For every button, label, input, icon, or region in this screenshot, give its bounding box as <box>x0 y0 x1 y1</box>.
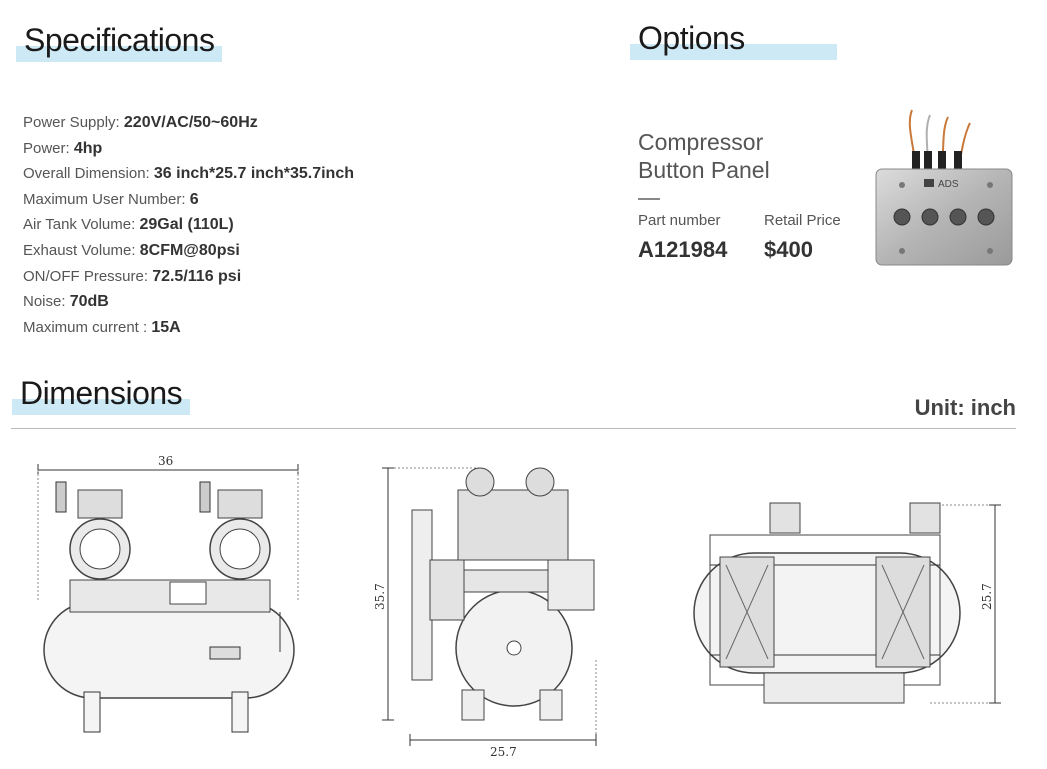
spec-row: Maximum current : 15A <box>23 318 181 336</box>
top-view-drawing: 25.7 <box>693 502 1001 704</box>
spec-row: Noise: 70dB <box>23 293 109 311</box>
part-number-value: A121984 <box>638 237 728 262</box>
part-number-label: Part number <box>638 212 721 229</box>
side-height-label: 35.7 <box>373 583 387 610</box>
front-width-label: 36 <box>158 454 173 468</box>
panel-brand: ADS <box>938 179 959 190</box>
spec-row: Air Tank Volume: 29Gal (110L) <box>23 216 234 234</box>
spec-list: Power Supply: 220V/AC/50~60Hz Power: 4hp… <box>23 110 354 340</box>
button-panel-image: ADS <box>875 109 1013 266</box>
options-heading: Options <box>630 22 837 60</box>
spec-row: Overall Dimension: 36 inch*25.7 inch*35.… <box>23 165 354 183</box>
option-divider <box>638 198 660 200</box>
front-view-drawing: 36 <box>37 454 299 733</box>
option-title: Compressor Button Panel <box>638 129 770 183</box>
side-depth-label: 25.7 <box>490 745 517 759</box>
spec-row: Power: 4hp <box>23 139 103 157</box>
spec-row: Power Supply: 220V/AC/50~60Hz <box>23 114 258 131</box>
dimensions-divider <box>11 428 1016 429</box>
unit-label: Unit: inch <box>914 395 1016 420</box>
spec-row: Exhaust Volume: 8CFM@80psi <box>23 241 240 259</box>
side-view-drawing: 35.7 25.7 <box>373 467 597 759</box>
dimensions-heading: Dimensions <box>12 377 191 415</box>
specifications-heading: Specifications <box>16 24 223 62</box>
spec-row: ON/OFF Pressure: 72.5/116 psi <box>23 267 242 285</box>
retail-price-value: $400 <box>764 237 813 262</box>
retail-price-label: Retail Price <box>764 212 841 229</box>
top-depth-label: 25.7 <box>980 583 994 610</box>
spec-row: Maximum User Number: 6 <box>23 190 199 208</box>
